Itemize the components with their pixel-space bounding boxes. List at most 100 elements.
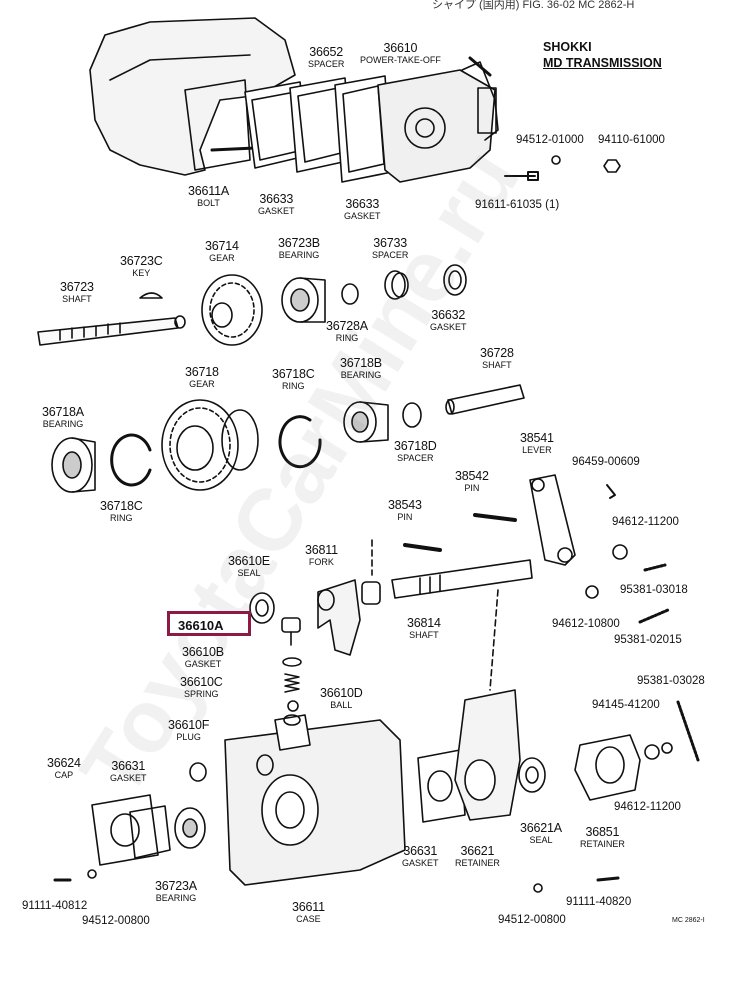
seal-36621A bbox=[518, 757, 546, 793]
ball-36610D bbox=[287, 700, 299, 712]
washer-94612-11200b bbox=[661, 742, 673, 754]
pn-94612-11200-b[interactable]: 94612-11200 bbox=[614, 801, 681, 813]
gasket-36631a bbox=[129, 805, 171, 859]
power-take-off-unit bbox=[377, 56, 499, 183]
bolt-91111-40820 bbox=[596, 876, 620, 882]
pn-96459-00609[interactable]: 96459-00609 bbox=[572, 456, 640, 468]
title-line2: MD TRANSMISSION bbox=[543, 55, 662, 70]
retainer-36621 bbox=[454, 689, 521, 821]
spring-36610C bbox=[284, 673, 300, 693]
plug-36610F bbox=[189, 762, 207, 782]
spacer-36718D bbox=[402, 402, 422, 428]
washer-94145 bbox=[644, 744, 660, 760]
transmission-housing bbox=[89, 17, 296, 176]
pin-95381-03028 bbox=[676, 700, 700, 762]
gear-36718 bbox=[161, 399, 259, 491]
pn-94512-01000[interactable]: 94512-01000 bbox=[516, 134, 584, 146]
ring-36728A bbox=[341, 283, 359, 305]
spacer-36733 bbox=[384, 270, 409, 300]
pn-94512-00800-a[interactable]: 94512-00800 bbox=[82, 915, 150, 927]
cap-36624 bbox=[91, 794, 159, 866]
washer-icon bbox=[551, 155, 561, 165]
pin-38542 bbox=[473, 513, 517, 522]
pin-95381-02015 bbox=[638, 608, 670, 624]
case-36611 bbox=[224, 714, 406, 886]
guide-line bbox=[489, 589, 499, 691]
pn-94145-41200[interactable]: 94145-41200 bbox=[592, 699, 660, 711]
pn-94612-10800[interactable]: 94612-10800 bbox=[552, 618, 620, 630]
gasket-36631b bbox=[417, 749, 466, 823]
ring-36718C-left bbox=[110, 433, 152, 487]
pin-95381-03018 bbox=[643, 563, 667, 572]
gear-36714 bbox=[201, 274, 263, 346]
shaft-36728 bbox=[445, 384, 525, 415]
pn-94612-11200-a[interactable]: 94612-11200 bbox=[612, 516, 679, 528]
pn-95381-02015[interactable]: 95381-02015 bbox=[614, 634, 682, 646]
header-text: シャイプ (国内用) FIG. 36-02 MC 2862-H bbox=[432, 0, 635, 11]
pn-91111-40820[interactable]: 91111-40820 bbox=[566, 896, 632, 908]
shaft-36723 bbox=[37, 315, 186, 346]
pin-38543 bbox=[403, 543, 442, 552]
gasket-36610B bbox=[282, 657, 302, 667]
bushing bbox=[361, 581, 381, 605]
lever-38541 bbox=[529, 474, 576, 566]
bearing-36718B bbox=[343, 401, 389, 443]
fork-36811 bbox=[317, 539, 373, 656]
gasket-spacer-stack bbox=[244, 75, 393, 183]
gasket-36632 bbox=[443, 264, 467, 296]
highlighted-part-36610A[interactable]: 36610A bbox=[167, 611, 251, 636]
bolt-icon bbox=[504, 171, 539, 181]
pn-91111-40812[interactable]: 91111-40812 bbox=[22, 900, 88, 912]
bearing-36723B bbox=[281, 277, 326, 323]
pn-95381-03018[interactable]: 95381-03018 bbox=[620, 584, 688, 596]
pn-94110-61000[interactable]: 94110-61000 bbox=[598, 134, 665, 146]
seal-36610E bbox=[249, 592, 275, 624]
key-icon bbox=[139, 292, 163, 299]
pn-94512-00800-b[interactable]: 94512-00800 bbox=[498, 914, 566, 926]
pn-95381-03028[interactable]: 95381-03028 bbox=[637, 675, 705, 687]
title-line1: SHOKKI bbox=[543, 40, 592, 54]
bearing-36723A bbox=[174, 807, 206, 849]
pn-91611-61035[interactable]: 91611-61035 (1) bbox=[475, 199, 560, 211]
nut-icon bbox=[603, 159, 621, 173]
diagram-title: SHOKKI MD TRANSMISSION bbox=[543, 40, 662, 71]
